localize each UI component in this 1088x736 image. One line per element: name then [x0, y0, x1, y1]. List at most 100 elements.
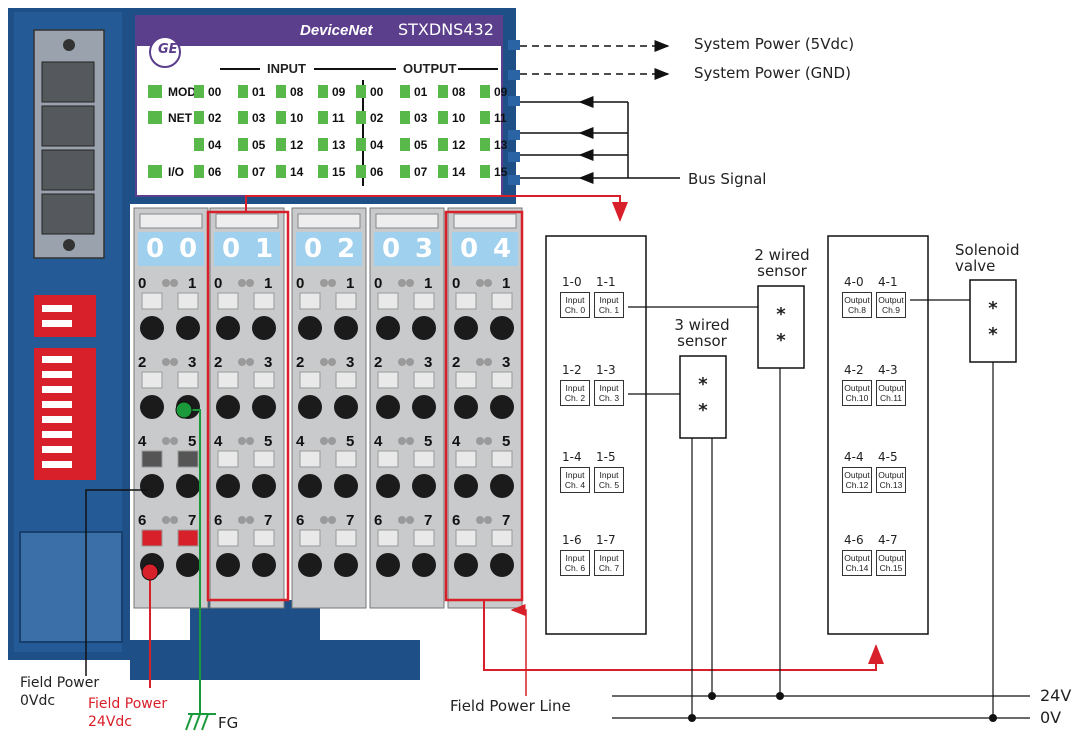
terminal-hole[interactable] — [140, 474, 164, 498]
terminal-release-button[interactable] — [177, 529, 199, 547]
terminal-hole[interactable] — [216, 553, 240, 577]
terminal-number: 1 — [424, 275, 433, 292]
terminal-number: 1 — [264, 275, 273, 292]
terminal-release-button[interactable] — [141, 450, 163, 468]
terminal-hole[interactable] — [376, 474, 400, 498]
terminal-hole[interactable] — [412, 553, 436, 577]
terminal-release-button[interactable] — [335, 292, 357, 310]
field-power-24v-label-2: 24Vdc — [88, 714, 132, 730]
terminal-release-button[interactable] — [141, 371, 163, 389]
terminal-hole[interactable] — [376, 553, 400, 577]
terminal-hole[interactable] — [252, 474, 276, 498]
terminal-hole[interactable] — [490, 395, 514, 419]
terminal-hole[interactable] — [376, 395, 400, 419]
terminal-number: 4 — [452, 433, 461, 450]
input-led — [194, 111, 204, 124]
channel-box-line: Ch. 1 — [598, 305, 620, 315]
terminal-hole[interactable] — [454, 395, 478, 419]
terminal-hole[interactable] — [334, 395, 358, 419]
terminal-release-button[interactable] — [377, 292, 399, 310]
terminal-hole[interactable] — [298, 553, 322, 577]
terminal-release-button[interactable] — [335, 529, 357, 547]
terminal-release-button[interactable] — [335, 450, 357, 468]
terminal-release-button[interactable] — [141, 292, 163, 310]
terminal-release-button[interactable] — [253, 529, 275, 547]
terminal-release-button[interactable] — [177, 292, 199, 310]
output-terminal-number: 4-2 — [844, 363, 864, 377]
terminal-hole[interactable] — [176, 316, 200, 340]
terminal-release-button[interactable] — [253, 371, 275, 389]
dip-switch-bank[interactable] — [34, 348, 96, 480]
terminal-release-button[interactable] — [377, 529, 399, 547]
terminal-release-button[interactable] — [455, 450, 477, 468]
terminal-hole[interactable] — [298, 316, 322, 340]
terminal-release-button[interactable] — [413, 292, 435, 310]
terminal-release-button[interactable] — [413, 529, 435, 547]
terminal-hole[interactable] — [454, 553, 478, 577]
terminal-hole[interactable] — [412, 395, 436, 419]
terminal-release-button[interactable] — [455, 371, 477, 389]
terminal-number: 2 — [296, 354, 305, 371]
terminal-release-button[interactable] — [377, 450, 399, 468]
terminal-release-button[interactable] — [217, 450, 239, 468]
terminal-release-button[interactable] — [299, 371, 321, 389]
terminal-release-button[interactable] — [253, 450, 275, 468]
terminal-release-button[interactable] — [455, 529, 477, 547]
terminal-release-button[interactable] — [491, 450, 513, 468]
terminal-release-button[interactable] — [377, 371, 399, 389]
channel-box-line: Ch. 0 — [564, 305, 586, 315]
terminal-hole[interactable] — [216, 474, 240, 498]
terminal-hole[interactable] — [216, 395, 240, 419]
terminal-hole[interactable] — [252, 553, 276, 577]
terminal-release-button[interactable] — [217, 371, 239, 389]
terminal-release-button[interactable] — [491, 371, 513, 389]
terminal-hole[interactable] — [176, 553, 200, 577]
terminal-release-button[interactable] — [413, 371, 435, 389]
terminal-release-button[interactable] — [299, 529, 321, 547]
terminal-hole[interactable] — [140, 395, 164, 419]
terminal-number: 1 — [346, 275, 355, 292]
terminal-hole[interactable] — [412, 316, 436, 340]
terminal-release-button[interactable] — [491, 529, 513, 547]
terminal-hole[interactable] — [412, 474, 436, 498]
terminal-hole[interactable] — [334, 316, 358, 340]
terminal-hole[interactable] — [376, 316, 400, 340]
terminal-hole[interactable] — [252, 316, 276, 340]
output-led — [356, 111, 366, 124]
terminal-release-button[interactable] — [413, 450, 435, 468]
terminal-release-button[interactable] — [177, 371, 199, 389]
terminal-hole[interactable] — [176, 474, 200, 498]
terminal-release-button[interactable] — [177, 450, 199, 468]
output-terminal-number: 4-7 — [878, 533, 898, 547]
terminal-hole[interactable] — [298, 395, 322, 419]
terminal-hole[interactable] — [298, 474, 322, 498]
terminal-hole[interactable] — [454, 316, 478, 340]
terminal-release-button[interactable] — [299, 292, 321, 310]
terminal-hole[interactable] — [490, 553, 514, 577]
terminal-release-button[interactable] — [253, 292, 275, 310]
terminal-release-button[interactable] — [491, 292, 513, 310]
terminal-release-button[interactable] — [141, 529, 163, 547]
channel-box-line: Ch. 7 — [598, 563, 620, 573]
output-terminal-number: 4-4 — [844, 450, 864, 464]
terminal-release-button[interactable] — [455, 292, 477, 310]
terminal-number: 6 — [138, 512, 147, 529]
terminal-hole[interactable] — [252, 395, 276, 419]
terminal-release-button[interactable] — [217, 529, 239, 547]
terminal-hole[interactable] — [490, 316, 514, 340]
terminal-hole[interactable] — [334, 553, 358, 577]
terminal-hole[interactable] — [454, 474, 478, 498]
terminal-hole[interactable] — [334, 474, 358, 498]
terminal-release-button[interactable] — [217, 292, 239, 310]
terminal-hole[interactable] — [490, 474, 514, 498]
dip-switch-small[interactable] — [34, 295, 96, 337]
terminal-hole[interactable] — [140, 316, 164, 340]
terminal-release-button[interactable] — [299, 450, 321, 468]
terminal-hole[interactable] — [216, 316, 240, 340]
three-wired-mark-1: * — [698, 374, 708, 395]
terminal-release-button[interactable] — [335, 371, 357, 389]
output-led — [400, 165, 410, 178]
